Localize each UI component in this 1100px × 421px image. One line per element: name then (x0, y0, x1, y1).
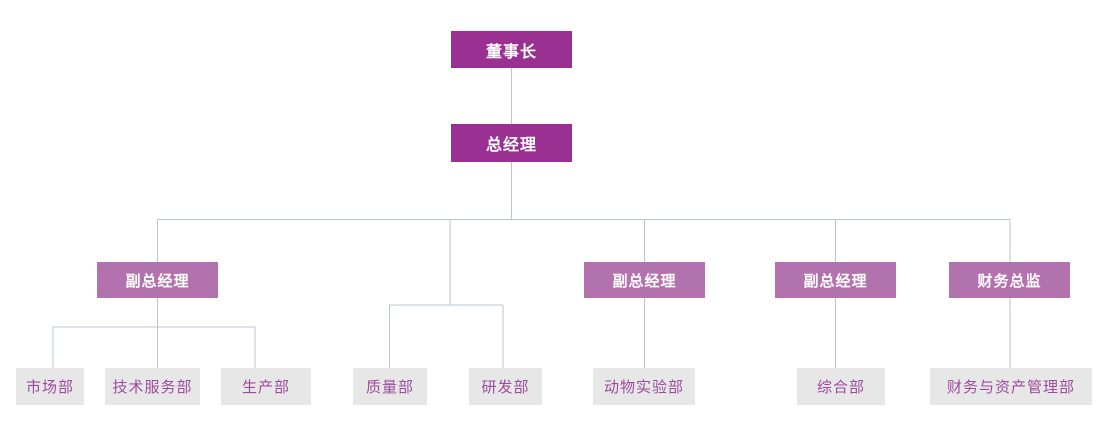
org-node-marketing: 市场部 (16, 368, 84, 405)
org-node-tech-service: 技术服务部 (105, 368, 200, 405)
org-node-quality: 质量部 (353, 368, 427, 405)
org-node-vgm2: 副总经理 (584, 262, 705, 298)
org-node-chairman: 董事长 (451, 31, 572, 68)
org-node-rnd: 研发部 (469, 368, 542, 405)
org-node-finance-asset: 财务与资产管理部 (930, 368, 1092, 405)
org-node-vgm1: 副总经理 (97, 262, 218, 298)
org-node-animal-lab: 动物实验部 (593, 368, 695, 405)
org-node-production: 生产部 (221, 368, 311, 405)
org-node-gm: 总经理 (451, 124, 572, 162)
org-node-cfo: 财务总监 (949, 262, 1070, 298)
org-node-general: 综合部 (797, 368, 885, 405)
org-node-vgm3: 副总经理 (775, 262, 896, 298)
